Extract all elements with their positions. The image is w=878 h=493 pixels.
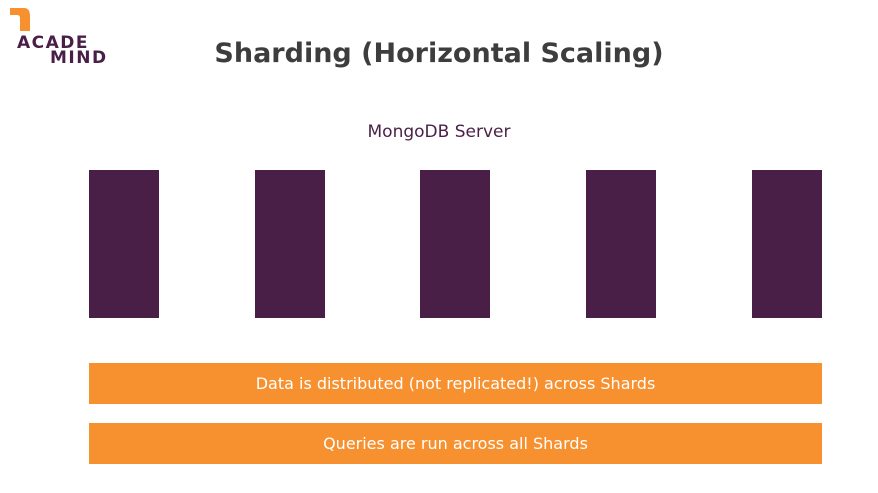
shard-2 bbox=[255, 170, 325, 318]
distribution-banner: Data is distributed (not replicated!) ac… bbox=[89, 363, 822, 404]
shard-row bbox=[89, 170, 822, 318]
query-banner-text: Queries are run across all Shards bbox=[323, 434, 588, 453]
shard-1 bbox=[89, 170, 159, 318]
shard-4 bbox=[586, 170, 656, 318]
shard-3 bbox=[420, 170, 490, 318]
server-label: MongoDB Server bbox=[367, 122, 511, 142]
academind-logo-icon bbox=[10, 8, 30, 31]
logo-text-line2: MIND bbox=[50, 48, 108, 68]
slide-title: Sharding (Horizontal Scaling) bbox=[214, 38, 664, 69]
shard-5 bbox=[752, 170, 822, 318]
distribution-banner-text: Data is distributed (not replicated!) ac… bbox=[255, 374, 656, 393]
academind-logo: ACADE MIND bbox=[8, 7, 108, 67]
query-banner: Queries are run across all Shards bbox=[89, 423, 822, 464]
logo-text-line1: ACADE bbox=[17, 33, 90, 53]
